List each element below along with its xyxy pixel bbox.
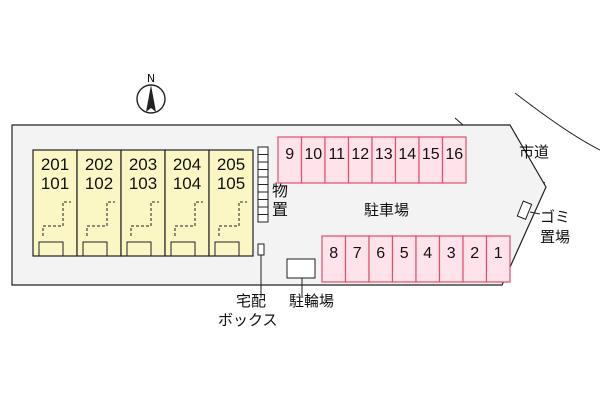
unit-lower-number: 102 <box>85 174 113 193</box>
delivery-label-2: ボックス <box>218 311 278 329</box>
compass-letter: N <box>147 72 155 85</box>
parking-slot: 14 <box>394 136 420 184</box>
parking-label: 駐車場 <box>364 201 409 219</box>
parking-slot: 1 <box>485 235 511 283</box>
parking-slot-number: 16 <box>445 146 463 163</box>
parking-slot: 2 <box>462 235 488 283</box>
storage-label-2: 置 <box>272 200 288 219</box>
parking-slot-number: 6 <box>376 245 385 262</box>
parking-slot: 10 <box>300 136 326 184</box>
parking-slot-number: 15 <box>422 146 440 163</box>
delivery-box <box>257 243 265 256</box>
delivery-label-1: 宅配 <box>236 292 266 310</box>
garbage-box <box>516 200 533 220</box>
parking-slot-number: 4 <box>423 245 432 262</box>
parking-slot-number: 2 <box>470 245 479 262</box>
storage-shed <box>257 146 269 223</box>
parking-slot: 5 <box>391 235 417 283</box>
unit-upper-number: 202 <box>85 155 113 174</box>
parking-slot-number: 12 <box>351 146 369 163</box>
parking-row-top: 9 10 11 12 13 14 15 16 <box>277 136 467 184</box>
parking-slot-number: 13 <box>375 146 393 163</box>
parking-slot: 3 <box>438 235 464 283</box>
bike-parking-box <box>286 258 316 279</box>
unit-lower-number: 105 <box>217 174 245 193</box>
parking-slot: 11 <box>324 136 350 184</box>
city-road-label: 市道 <box>519 143 549 161</box>
parking-slot: 6 <box>368 235 394 283</box>
garbage-leader <box>529 211 541 215</box>
parking-slot-number: 14 <box>398 146 416 163</box>
parking-slot: 15 <box>418 136 444 184</box>
parking-slot-number: 3 <box>447 245 456 262</box>
unit-upper-number: 205 <box>217 155 245 174</box>
parking-slot: 7 <box>344 235 370 283</box>
parking-slot: 8 <box>321 235 347 283</box>
parking-slot-number: 8 <box>329 245 338 262</box>
bike-parking-label: 駐輪場 <box>289 292 334 310</box>
parking-slot: 4 <box>415 235 441 283</box>
garbage-label-1: ゴミ <box>540 208 570 226</box>
parking-slot-number: 9 <box>285 146 294 163</box>
parking-slot-number: 11 <box>328 146 345 163</box>
storage-label-1: 物 <box>272 181 288 200</box>
parking-slot-number: 5 <box>400 245 409 262</box>
unit-lower-number: 103 <box>129 174 157 193</box>
parking-slot-number: 7 <box>353 245 362 262</box>
parking-slot: 9 <box>277 136 303 184</box>
unit-lower-number: 104 <box>173 174 201 193</box>
unit-upper-number: 203 <box>129 155 157 174</box>
parking-slot-number: 10 <box>304 146 322 163</box>
unit-lower-number: 101 <box>41 174 69 193</box>
road-edge-upper <box>514 92 600 151</box>
parking-slot: 13 <box>371 136 397 184</box>
unit-upper-number: 201 <box>41 155 69 174</box>
parking-slot: 12 <box>347 136 373 184</box>
garbage-label-2: 置場 <box>540 228 570 246</box>
parking-slot: 16 <box>441 136 467 184</box>
north-compass: N <box>136 72 166 114</box>
unit-upper-number: 204 <box>173 155 201 174</box>
parking-slot-number: 1 <box>494 245 503 262</box>
